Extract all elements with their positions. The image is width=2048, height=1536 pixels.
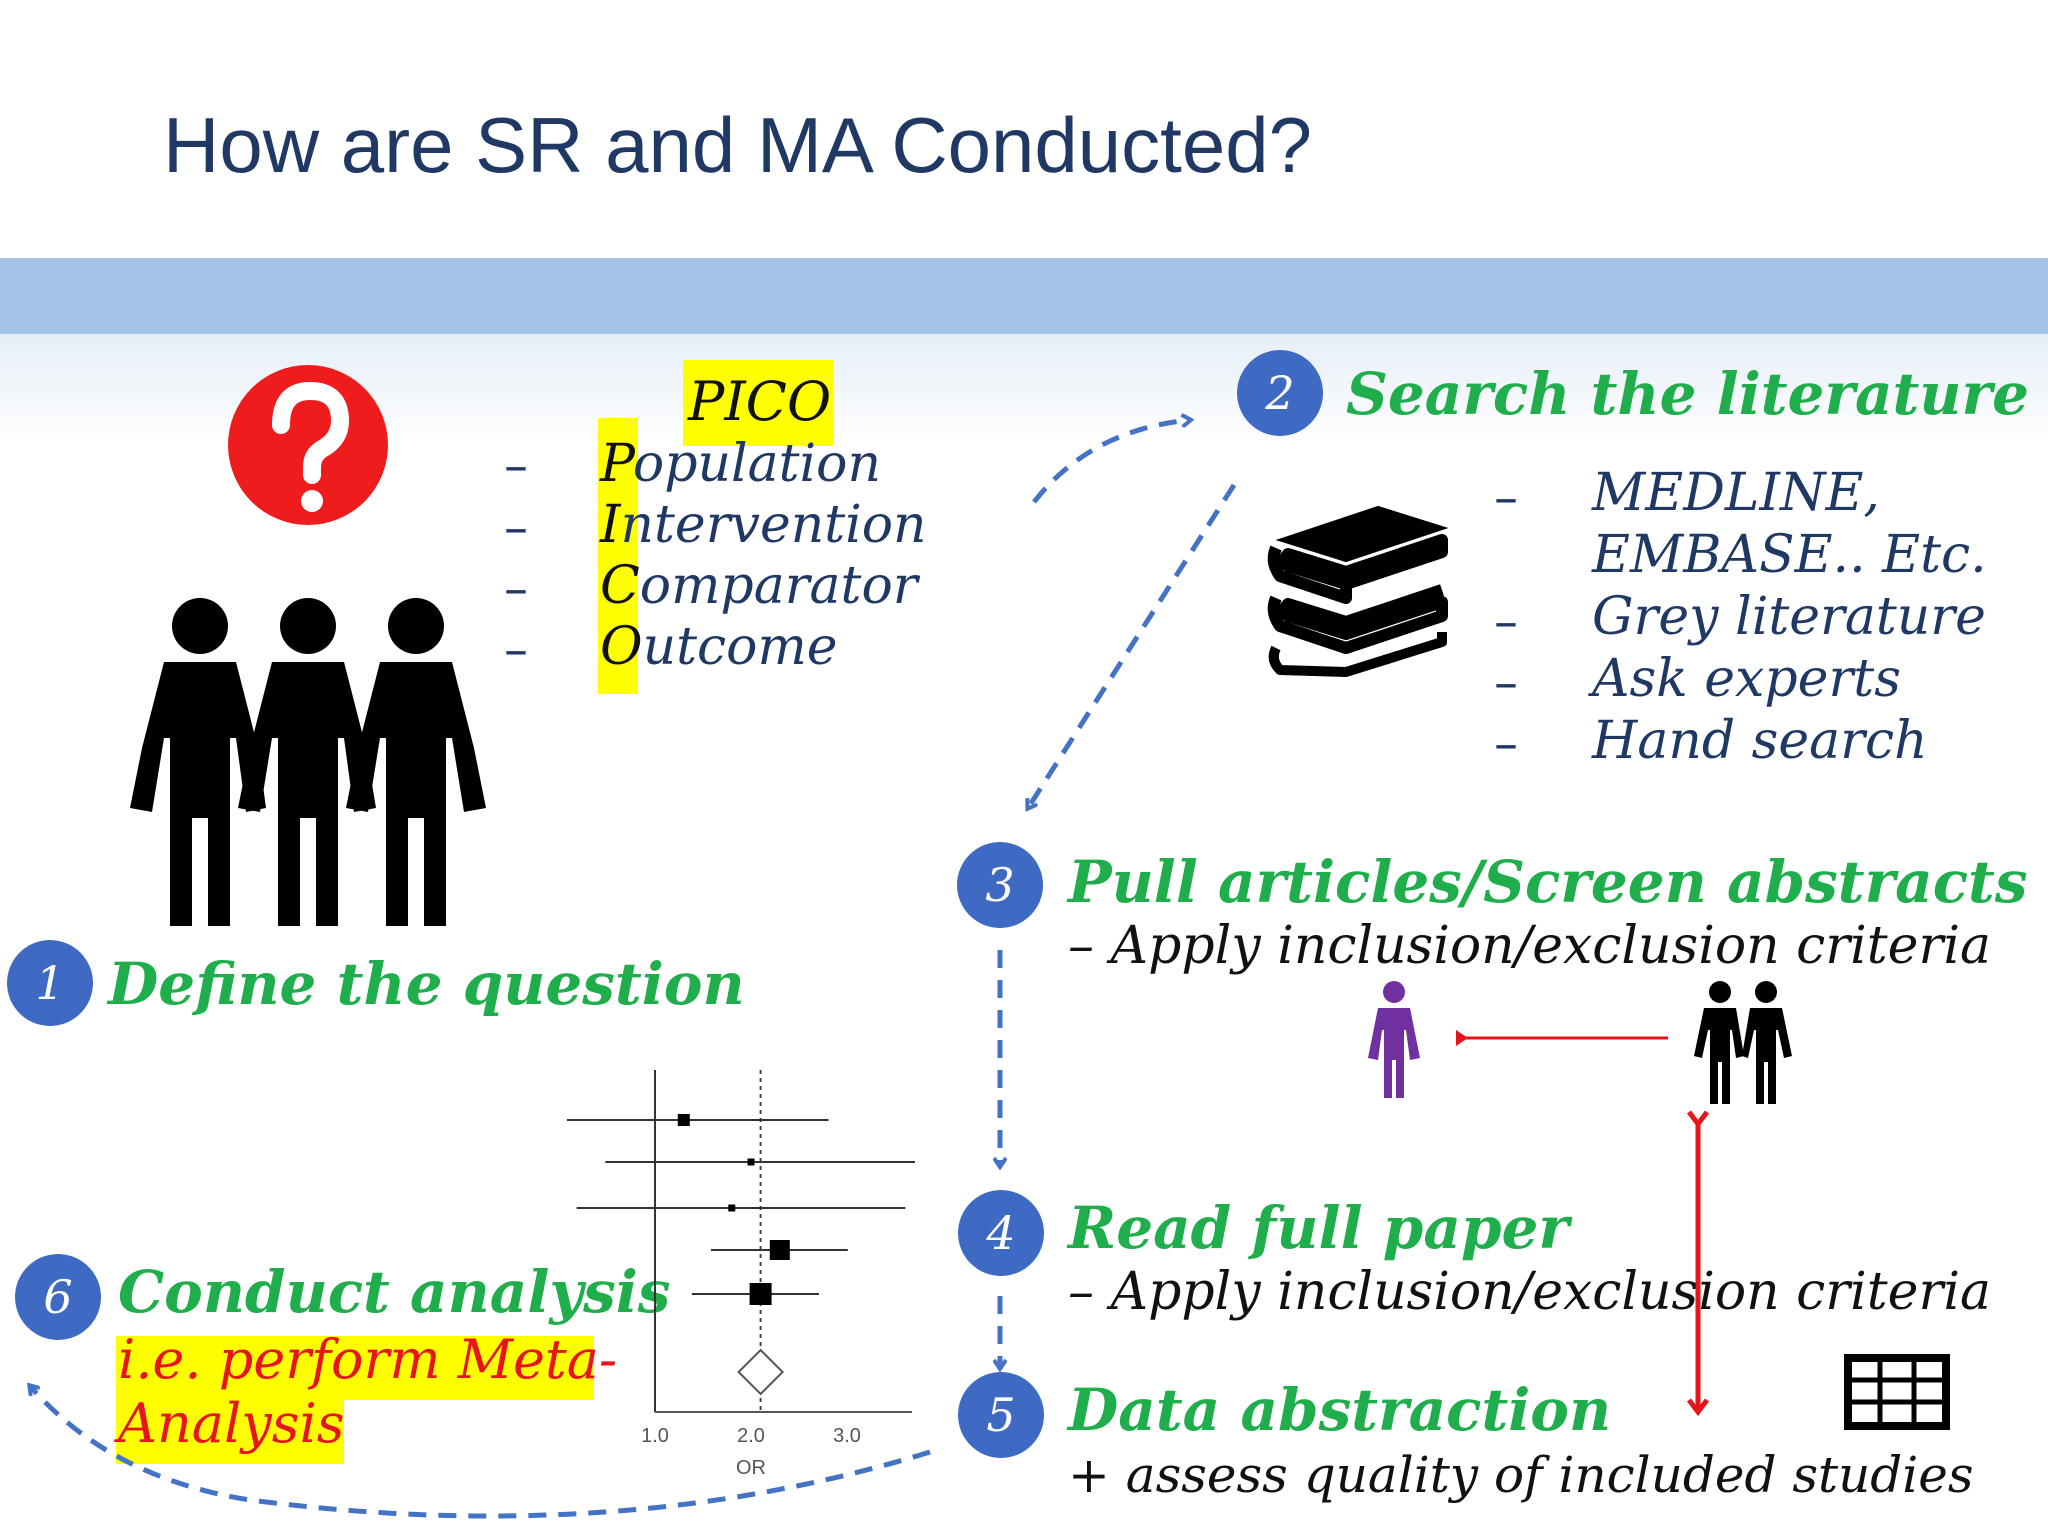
search-source-grey: Grey literature (1592, 587, 1986, 647)
pico-letter: C (600, 556, 640, 616)
page-title: How are SR and MA Conducted? (163, 101, 1312, 189)
step-3-heading: Pull articles/Screen abstracts (1068, 848, 2028, 916)
step-6-heading: Conduct analysis (118, 1258, 671, 1326)
pico-dash: – (504, 622, 528, 678)
search-source-experts: Ask experts (1592, 649, 1901, 709)
couple-icon (1694, 981, 1792, 1104)
pico-letter: P (600, 434, 633, 494)
arrow-5-to-6 (30, 1386, 931, 1519)
search-dash: – (1494, 716, 1518, 772)
step-2-badge: 2 (1237, 350, 1323, 436)
pico-item-outcome: Outcome (600, 616, 838, 678)
pico-heading-highlight (683, 360, 833, 446)
arrow-2-to-3 (1028, 483, 1237, 808)
forest-study-marker (747, 1158, 755, 1166)
step-1-badge: 1 (7, 940, 93, 1026)
step-5-heading: Data abstraction (1068, 1376, 1612, 1444)
step-4-sub: – Apply inclusion/exclusion criteria (1068, 1262, 1991, 1322)
pico-item-intervention: Intervention (600, 494, 927, 556)
step-5-sub: + assess quality of included studies (1068, 1446, 1974, 1504)
step-2-heading: Search the literature (1346, 360, 2029, 428)
step-5-badge: 5 (958, 1372, 1044, 1458)
person-icon (1368, 981, 1420, 1098)
search-dash: – (1494, 470, 1518, 526)
header-band (0, 258, 2048, 334)
forest-study-marker (749, 1283, 772, 1305)
pico-word: ntervention (620, 495, 927, 555)
people-group-icon (130, 598, 486, 926)
search-dash: – (1494, 655, 1518, 711)
search-source-medline: MEDLINE, (1592, 463, 1880, 523)
pico-dash: – (504, 561, 528, 617)
pico-word: opulation (632, 434, 881, 494)
books-icon (1267, 505, 1449, 677)
table-icon (1844, 1354, 1950, 1430)
step-6-highlight (116, 1400, 344, 1464)
step-4-heading: Read full paper (1068, 1194, 1569, 1262)
forest-x-label: OR (736, 1457, 766, 1479)
pico-letter: O (600, 617, 643, 677)
pico-word: utcome (642, 617, 838, 677)
pico-item-comparator: Comparator (600, 555, 918, 617)
forest-pooled-diamond (737, 1348, 785, 1396)
step-6-badge: 6 (15, 1254, 101, 1340)
question-mark-icon (228, 365, 388, 525)
forest-tick-label: 3.0 (833, 1425, 861, 1447)
forest-study-marker (769, 1240, 790, 1260)
pico-letter: I (600, 495, 621, 555)
search-source-hand: Hand search (1592, 711, 1928, 771)
arrow-1-to-2 (1032, 420, 1190, 504)
forest-plot: 1.0 2.0 3.0OR (567, 1070, 915, 1479)
search-dash: – (1494, 594, 1518, 650)
step-6-sub-line2: Analysis (118, 1392, 345, 1455)
pico-dash: – (504, 500, 528, 556)
forest-study-marker (728, 1204, 736, 1212)
pico-heading: PICO (688, 370, 832, 433)
step-4-badge: 4 (958, 1190, 1044, 1276)
pico-dash: – (504, 438, 528, 494)
step-6-highlight (116, 1336, 594, 1400)
step-6-sub-line1: i.e. perform Meta- (118, 1328, 618, 1391)
forest-tick-label: 1.0 (641, 1425, 669, 1447)
forest-study-marker (677, 1114, 690, 1126)
pico-item-population: Population (600, 433, 881, 495)
step-3-sub: – Apply inclusion/exclusion criteria (1068, 916, 1991, 976)
pico-word: omparator (639, 556, 918, 616)
pico-letter-highlight (598, 418, 638, 694)
forest-tick-label: 2.0 (737, 1425, 765, 1447)
step-1-heading: Define the question (108, 950, 745, 1018)
search-source-embase: EMBASE.. Etc. (1592, 525, 1987, 585)
step-3-badge: 3 (957, 842, 1043, 928)
